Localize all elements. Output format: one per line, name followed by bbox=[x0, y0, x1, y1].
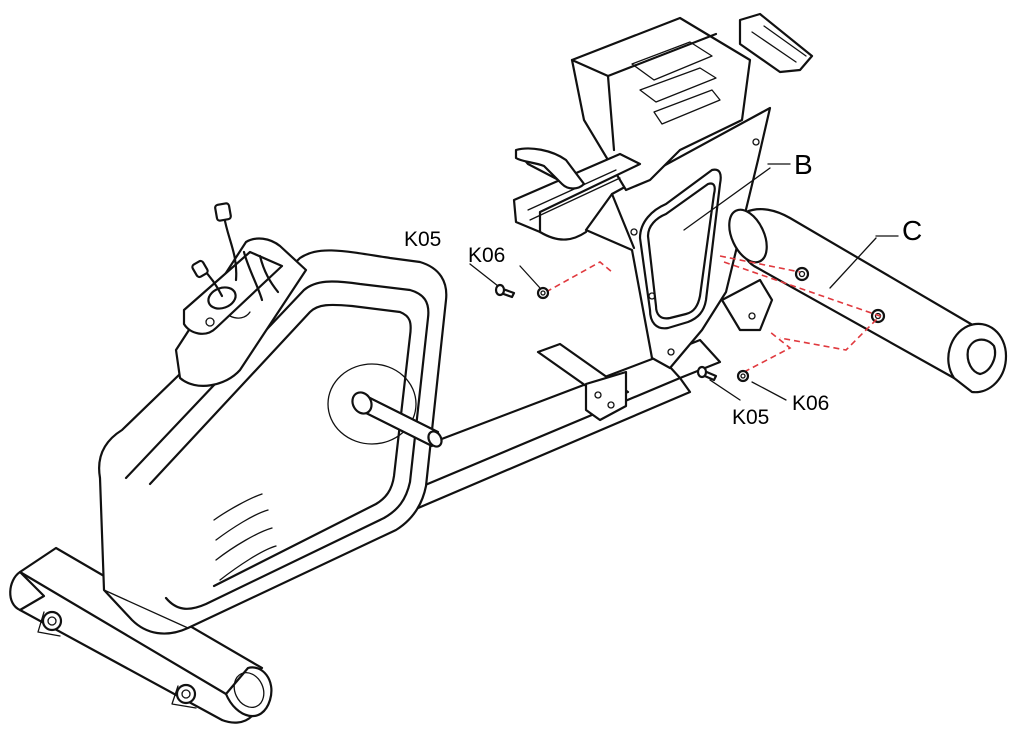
label-part-c: C bbox=[902, 215, 922, 246]
label-k05-left: K05 bbox=[404, 228, 441, 251]
flywheel-housing bbox=[98, 249, 448, 635]
seat-post-b bbox=[584, 106, 772, 370]
hardware-k05-left bbox=[494, 283, 516, 299]
label-k05-right: K05 bbox=[732, 406, 769, 429]
hardware-k05-right bbox=[696, 365, 718, 382]
rail-bracket bbox=[536, 342, 630, 422]
adjustment-lever bbox=[514, 147, 586, 190]
console-cables bbox=[191, 202, 280, 302]
hardware-k06-left bbox=[536, 286, 550, 300]
label-k06-right: K06 bbox=[792, 392, 829, 415]
leader-lines bbox=[469, 163, 899, 401]
crank-axle bbox=[351, 391, 443, 448]
post-bracket bbox=[720, 278, 774, 332]
label-k06-left: K06 bbox=[468, 244, 505, 267]
hardware-k06-right bbox=[736, 369, 750, 383]
label-part-b: B bbox=[794, 149, 813, 180]
rear-stabilizer-c bbox=[728, 208, 1008, 394]
guide-lines bbox=[545, 255, 882, 373]
seat-carriage bbox=[570, 12, 814, 192]
console-mast bbox=[174, 237, 308, 387]
